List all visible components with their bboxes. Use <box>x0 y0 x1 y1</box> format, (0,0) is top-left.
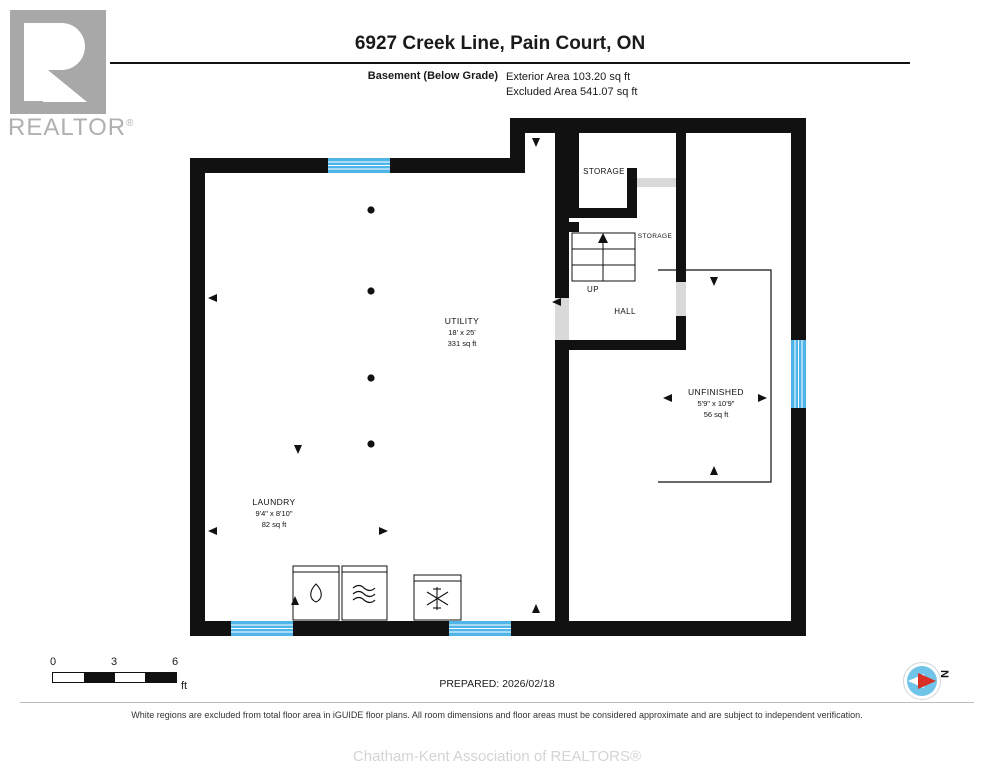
plan-doorways <box>555 178 686 340</box>
room-dimensions: 9'4" x 8'10" <box>255 509 293 518</box>
excluded-area-text: Excluded Area 541.07 sq ft <box>506 86 638 98</box>
room-label-storage-lower: STORAGE <box>637 233 673 240</box>
association-watermark: Chatham-Kent Association of REALTORS® <box>352 748 642 765</box>
ceiling-fixture-dots <box>367 206 375 448</box>
realtor-r-monogram-icon <box>10 10 106 114</box>
room-area: 56 sq ft <box>703 410 729 419</box>
exterior-area-text: Exterior Area 103.20 sq ft <box>506 71 631 83</box>
floor-label: Basement (Below Grade) <box>367 70 498 82</box>
appliance-water-heater <box>292 565 340 621</box>
unfinished-room-outline <box>658 269 772 483</box>
footer-divider <box>20 702 974 703</box>
registered-mark: ® <box>126 118 135 129</box>
window-top <box>328 158 390 173</box>
dimension-arrows <box>208 138 767 613</box>
plan-windows <box>231 158 806 636</box>
scale-tick-6: 6 <box>171 656 179 668</box>
room-label-laundry: LAUNDRY 9'4" x 8'10" 82 sq ft <box>252 497 295 530</box>
window-bottom-left <box>231 621 293 636</box>
room-name: LAUNDRY <box>252 497 296 507</box>
appliance-furnace <box>341 565 388 621</box>
window-right <box>791 340 806 408</box>
compass-north-label: N <box>937 670 950 678</box>
room-label-utility: UTILITY 18' x 25' 331 sq ft <box>445 316 479 349</box>
realtor-logo: REALTOR® <box>8 10 133 141</box>
room-label-storage-upper: STORAGE <box>583 167 625 176</box>
appliance-freezer <box>413 574 462 621</box>
area-summary: Exterior Area 103.20 sq ft Excluded Area… <box>506 70 637 100</box>
stairs-up <box>571 232 636 282</box>
prepared-date: PREPARED: 2026/02/18 <box>439 678 555 690</box>
compass-icon <box>903 662 941 700</box>
scale-unit-label: ft <box>181 680 188 692</box>
room-name: UNFINISHED <box>688 387 744 397</box>
room-area: 82 sq ft <box>261 520 287 529</box>
room-name: UTILITY <box>444 316 480 326</box>
scale-tick-0: 0 <box>49 656 57 668</box>
realtor-wordmark-text: REALTOR <box>8 114 127 141</box>
plan-walls <box>190 118 806 636</box>
disclaimer-text: White regions are excluded from total fl… <box>131 710 863 720</box>
window-bottom-right <box>449 621 511 636</box>
room-dimensions: 18' x 25' <box>448 328 476 337</box>
page-title: 6927 Creek Line, Pain Court, ON <box>354 33 646 54</box>
room-area: 331 sq ft <box>447 339 477 348</box>
stairs-direction-label: UP <box>587 285 599 294</box>
scale-tick-3: 3 <box>110 656 118 668</box>
room-label-unfinished: UNFINISHED 5'9" x 10'9" 56 sq ft <box>688 387 744 420</box>
header-divider <box>110 62 910 64</box>
realtor-wordmark: REALTOR® <box>8 114 135 142</box>
room-dimensions: 5'9" x 10'9" <box>697 399 735 408</box>
scale-bar <box>52 672 177 683</box>
room-label-hall: HALL <box>614 307 636 316</box>
